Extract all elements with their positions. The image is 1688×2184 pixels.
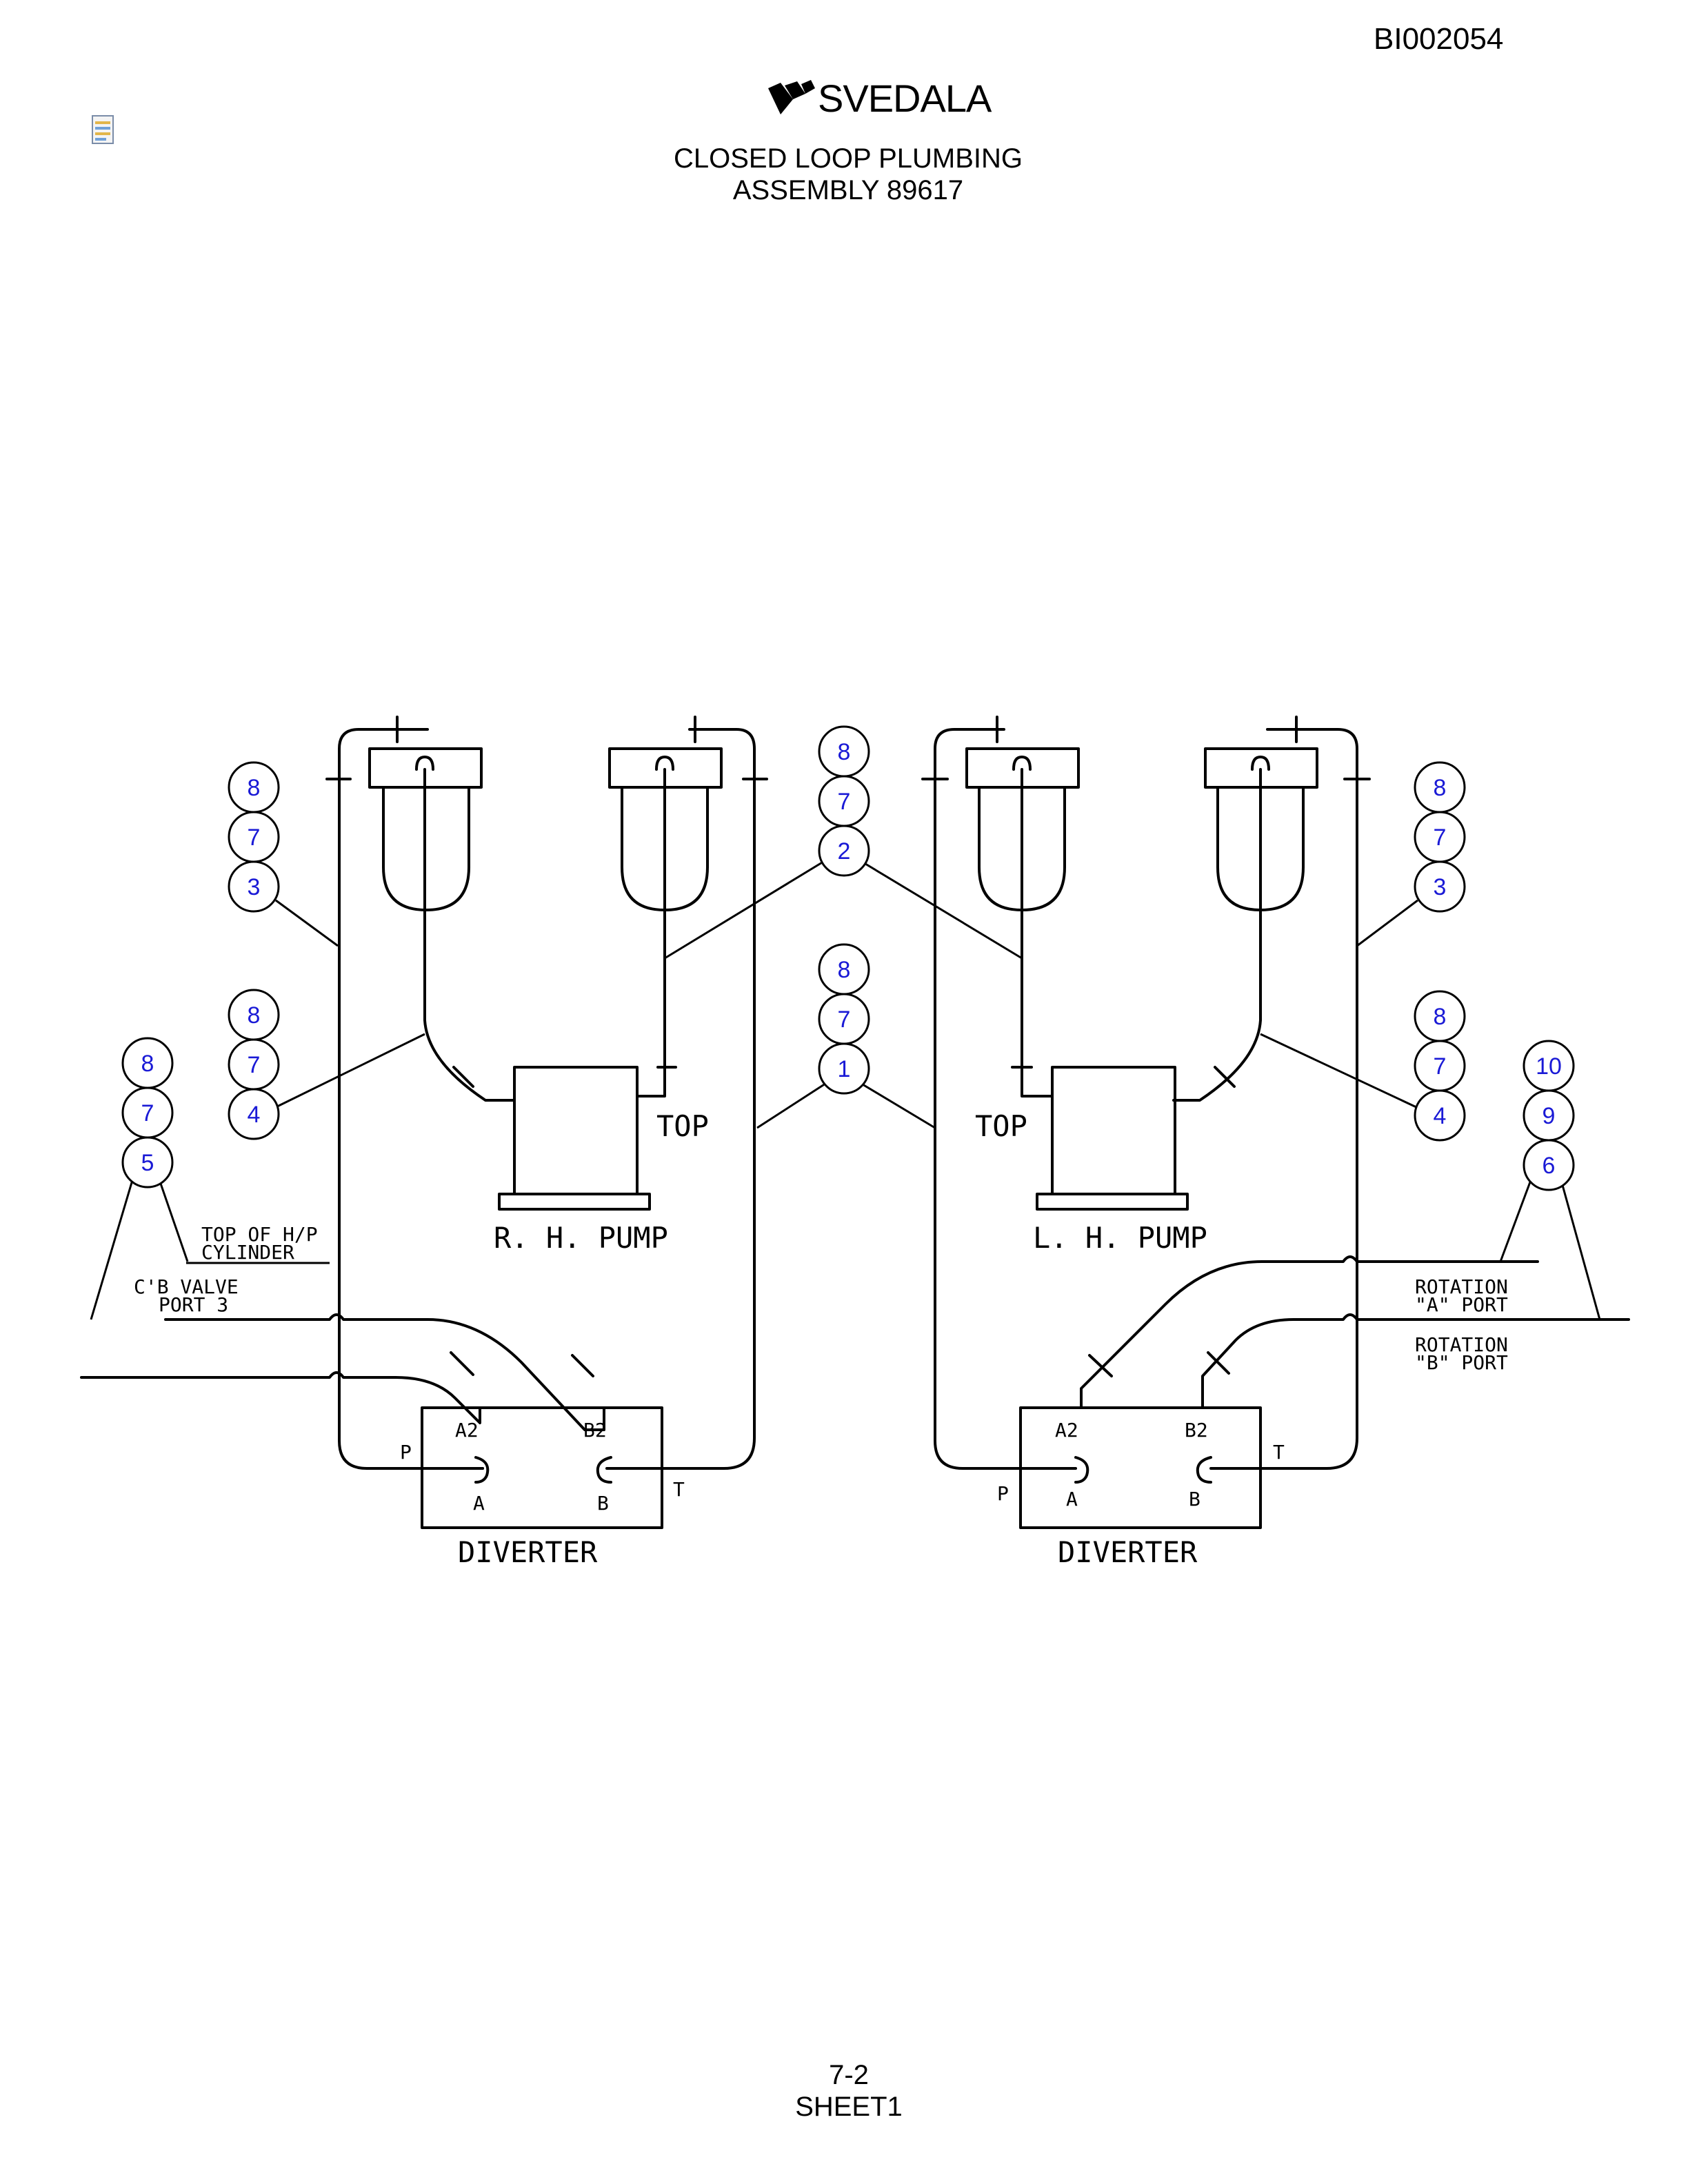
page-number: 7-2 bbox=[829, 2060, 869, 2090]
rotation-a-line1: ROTATION bbox=[1415, 1275, 1508, 1298]
balloon-number: 8 bbox=[141, 1051, 154, 1077]
right-port-a2: A2 bbox=[1055, 1419, 1078, 1442]
diagram-title-line2: ASSEMBLY 89617 bbox=[732, 175, 964, 205]
left-inner-loop bbox=[605, 728, 756, 1470]
balloon-number: 7 bbox=[838, 789, 851, 815]
top-hp-cylinder-line2: CYLINDER bbox=[201, 1241, 294, 1264]
balloon-number: 7 bbox=[1434, 1053, 1447, 1080]
balloon-circle bbox=[1414, 1089, 1466, 1142]
balloon-number: 1 bbox=[838, 1056, 851, 1082]
rotation-b-line1: ROTATION bbox=[1415, 1333, 1508, 1356]
balloon-number: 2 bbox=[838, 838, 851, 865]
balloon-number: 6 bbox=[1543, 1153, 1556, 1179]
balloon-number: 7 bbox=[141, 1100, 154, 1126]
left-port-a2: A2 bbox=[455, 1419, 479, 1442]
balloon-number: 4 bbox=[248, 1102, 261, 1128]
left-port-b: B bbox=[597, 1492, 609, 1515]
left-diverter-label: DIVERTER bbox=[458, 1535, 598, 1569]
left-circuit bbox=[80, 716, 828, 1529]
right-port-b: B bbox=[1189, 1488, 1200, 1510]
balloon-callouts: 8 7 3 8 7 4 8 7 5 8 7 2 8 7 1 8 7 3 8 7 4 10 9 6 bbox=[121, 725, 1575, 1191]
document-id: BI002054 bbox=[1374, 22, 1504, 56]
lh-pump-body bbox=[1051, 1066, 1176, 1195]
left-outer-loop bbox=[338, 728, 484, 1470]
balloon-number: 7 bbox=[248, 1052, 261, 1078]
balloon-number: 8 bbox=[1434, 775, 1447, 801]
rh-pump-base bbox=[498, 1193, 651, 1211]
rh-pump-body bbox=[513, 1066, 639, 1195]
balloon-circle bbox=[228, 860, 280, 913]
left-port-t: T bbox=[673, 1478, 685, 1501]
rh-pump-top-label: TOP bbox=[656, 1109, 709, 1143]
rh-pump-label: R. H. PUMP bbox=[494, 1221, 668, 1255]
right-port-t: T bbox=[1273, 1441, 1285, 1464]
lh-pump-label: L. H. PUMP bbox=[1033, 1221, 1207, 1255]
balloon-number: 9 bbox=[1543, 1103, 1556, 1129]
balloon-number: 3 bbox=[1434, 874, 1447, 900]
balloon-number: 8 bbox=[1434, 1004, 1447, 1030]
balloon-number: 5 bbox=[141, 1150, 154, 1176]
svedala-logo-mark-icon bbox=[768, 80, 815, 114]
left-port-a: A bbox=[473, 1492, 485, 1515]
right-port-a: A bbox=[1066, 1488, 1078, 1510]
left-port-p: P bbox=[400, 1441, 412, 1464]
balloon-number: 8 bbox=[248, 775, 261, 801]
svedala-logo: SVEDALA bbox=[765, 74, 992, 123]
balloon-number: 7 bbox=[838, 1007, 851, 1033]
balloon-number: 4 bbox=[1434, 1103, 1447, 1129]
sheet-label: SHEET1 bbox=[795, 2092, 903, 2122]
balloon-circle bbox=[228, 1088, 280, 1140]
left-diverter-body bbox=[421, 1406, 663, 1529]
balloon-number: 8 bbox=[838, 957, 851, 983]
rotation-a-line2: "A" PORT bbox=[1415, 1293, 1508, 1316]
balloon-number: 8 bbox=[248, 1002, 261, 1029]
balloon-circle bbox=[121, 1136, 174, 1189]
lh-pump-top-label: TOP bbox=[975, 1109, 1027, 1143]
right-diverter-body bbox=[1019, 1406, 1262, 1529]
right-circuit bbox=[858, 716, 1630, 1529]
cb-valve-line1: C'B VALVE bbox=[134, 1275, 239, 1298]
brand-name: SVEDALA bbox=[818, 77, 992, 120]
lh-pump-base bbox=[1036, 1193, 1189, 1211]
balloon-number: 8 bbox=[838, 739, 851, 765]
balloon-number: 7 bbox=[248, 825, 261, 851]
balloon-number: 10 bbox=[1536, 1053, 1562, 1080]
document-attachment-icon[interactable] bbox=[91, 114, 119, 146]
right-outer-loop bbox=[1223, 728, 1358, 1470]
right-diverter-label: DIVERTER bbox=[1058, 1535, 1198, 1569]
diagram-title-line1: CLOSED LOOP PLUMBING bbox=[673, 143, 1023, 174]
top-hp-cylinder-line1: TOP OF H/P bbox=[201, 1223, 318, 1246]
right-port-p: P bbox=[997, 1482, 1009, 1505]
rotation-b-line2: "B" PORT bbox=[1415, 1351, 1508, 1374]
right-port-b2: B2 bbox=[1185, 1419, 1208, 1442]
cb-valve-line2: PORT 3 bbox=[159, 1293, 228, 1316]
balloon-circle bbox=[818, 1042, 870, 1095]
balloon-number: 7 bbox=[1434, 825, 1447, 851]
left-port-b2: B2 bbox=[583, 1419, 607, 1442]
balloon-circle bbox=[818, 825, 870, 877]
balloon-circle bbox=[1414, 860, 1466, 913]
balloon-circle bbox=[1523, 1139, 1575, 1191]
balloon-number: 3 bbox=[248, 874, 261, 900]
right-inner-loop bbox=[934, 728, 1077, 1470]
